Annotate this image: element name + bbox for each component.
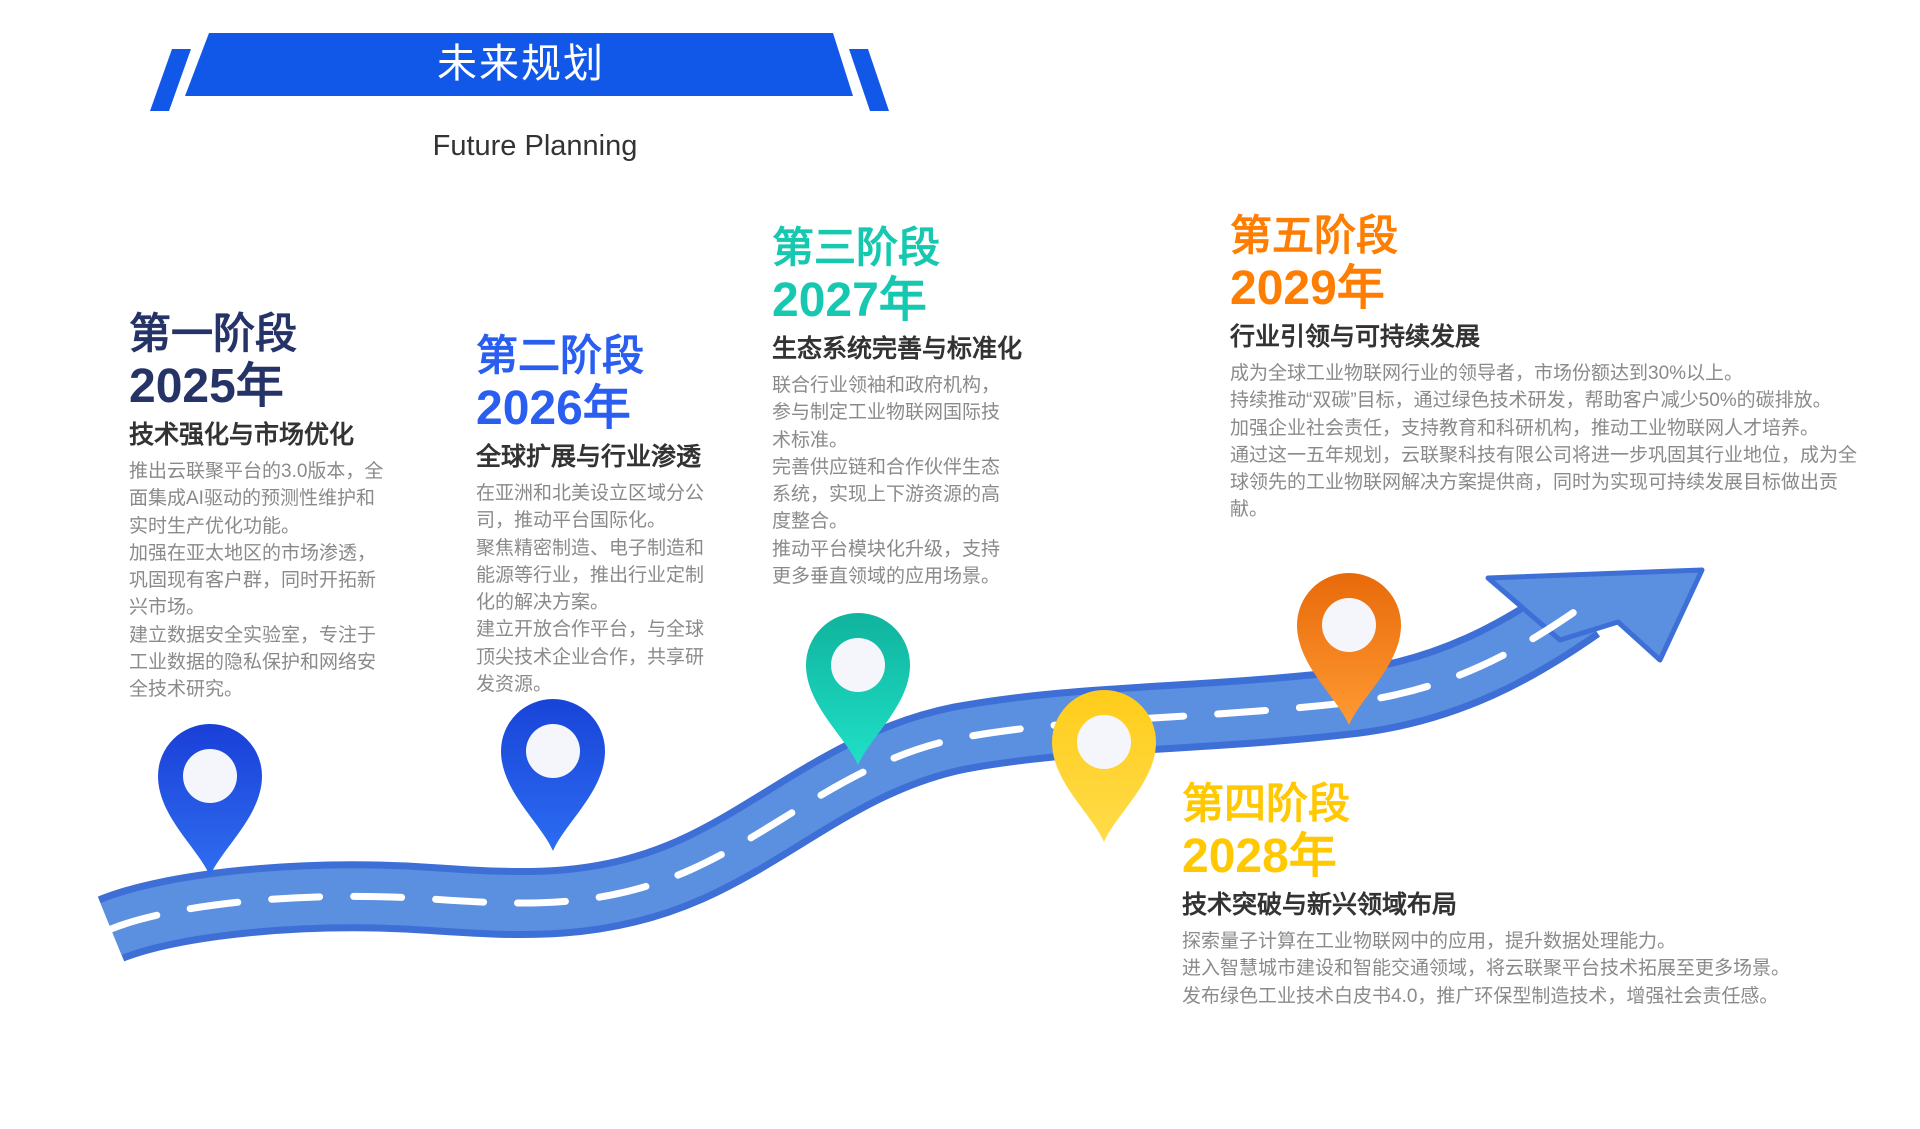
pin-center-dot: [1322, 598, 1376, 652]
stage-year: 2025年: [129, 360, 284, 413]
description-line: 加强在亚太地区的市场渗透，: [129, 542, 377, 564]
stage-heading: 生态系统完善与标准化: [772, 335, 1023, 363]
pin-center-dot: [1077, 715, 1131, 769]
description-line: 球领先的工业物联网解决方案提供商，同时为实现可持续发展目标做出贡: [1230, 472, 1839, 494]
description-line: 完善供应链和合作伙伴生态: [772, 456, 1001, 478]
page-subtitle: Future Planning: [432, 130, 638, 162]
stage-heading: 全球扩展与行业渗透: [476, 443, 702, 471]
description-line: 巩固现有客户群，同时开拓新: [129, 570, 377, 592]
description-line: 面集成AI驱动的预测性维护和: [129, 488, 375, 510]
description-line: 化的解决方案。: [476, 592, 610, 614]
stage-year: 2029年: [1230, 262, 1385, 315]
stage-description: 成为全球工业物联网行业的领导者，市场份额达到30%以上。持续推动“双碳”目标，通…: [1230, 360, 1857, 524]
description-line: 成为全球工业物联网行业的领导者，市场份额达到30%以上。: [1230, 363, 1744, 384]
description-line: 度整合。: [772, 511, 849, 533]
stage-label: 第四阶段: [1182, 780, 1351, 827]
pin-center-dot: [183, 749, 237, 803]
banner-left-slash: [150, 49, 191, 111]
description-line: 建立开放合作平台，与全球: [476, 619, 705, 641]
description-line: 更多垂直领域的应用场景。: [772, 566, 1001, 588]
stage-heading: 技术强化与市场优化: [129, 421, 355, 449]
road-dashes: [107, 604, 1584, 933]
stage-heading: 技术突破与新兴领域布局: [1182, 891, 1458, 919]
description-line: 实时生产优化功能。: [129, 515, 301, 537]
description-line: 献。: [1230, 499, 1269, 521]
description-line: 建立数据安全实验室，专注于: [129, 624, 377, 646]
pin-center-dot: [831, 638, 885, 692]
description-line: 聚焦精密制造、电子制造和: [476, 537, 705, 559]
stage-description: 联合行业领袖和政府机构， 参与制定工业物联网国际技术标准。完善供应链和合作伙伴生态…: [772, 372, 1022, 590]
description-line: 术标准。: [772, 429, 849, 451]
stage-description: 推出云联聚平台的3.0版本，全面集成AI驱动的预测性维护和实时生产优化功能。加强…: [129, 458, 383, 704]
stage-description: 探索量子计算在工业物联网中的应用，提升数据处理能力。进入智慧城市建设和智能交通领…: [1182, 928, 1790, 1010]
description-line: 系统，实现上下游资源的高: [772, 484, 1001, 506]
description-line: 推出云联聚平台的3.0版本，全: [129, 461, 384, 482]
stage-description: 在亚洲和北美设立区域分公司，推动平台国际化。聚焦精密制造、电子制造和能源等行业，…: [476, 480, 704, 698]
description-line: 在亚洲和北美设立区域分公: [476, 483, 705, 504]
description-line: 发资源。: [476, 674, 553, 696]
description-line: 兴市场。: [129, 597, 206, 619]
banner: [185, 33, 853, 96]
stage-label: 第二阶段: [476, 332, 645, 379]
stage-year: 2026年: [476, 382, 631, 435]
stage-label: 第一阶段: [129, 310, 298, 357]
description-line: 能源等行业，推出行业定制: [476, 564, 705, 586]
description-line: 参与制定工业物联网国际技: [772, 402, 1001, 424]
description-line: 进入智慧城市建设和智能交通领域，将云联聚平台技术拓展至更多场景。: [1182, 958, 1791, 980]
pin-center-dot: [526, 724, 580, 778]
description-line: 加强企业社会责任，支持教育和科研机构，推动工业物联网人才培养。: [1230, 417, 1820, 439]
description-line: 持续推动“双碳”目标，通过绿色技术研发，帮助客户减少50%的碳排放。: [1230, 390, 1832, 412]
description-line: 全技术研究。: [129, 679, 244, 701]
stage-year: 2027年: [772, 274, 927, 327]
description-line: 工业数据的隐私保护和网络安: [129, 652, 377, 674]
description-line: 顶尖技术企业合作，共享研: [476, 646, 705, 668]
description-line: 推动平台模块化升级，支持: [772, 538, 1001, 560]
stage-heading: 行业引领与可持续发展: [1230, 323, 1481, 351]
description-line: 发布绿色工业技术白皮书4.0，推广环保型制造技术，增强社会责任感。: [1182, 985, 1779, 1007]
description-line: 探索量子计算在工业物联网中的应用，提升数据处理能力。: [1182, 931, 1677, 952]
page-title: 未来规划: [437, 42, 605, 86]
banner-right-slash: [849, 49, 889, 111]
stage-year: 2028年: [1182, 830, 1337, 883]
description-line: 通过这一五年规划，云联聚科技有限公司将进一步巩固其行业地位，成为全: [1230, 444, 1858, 466]
description-line: 司，推动平台国际化。: [476, 510, 667, 532]
stage-label: 第三阶段: [772, 224, 941, 271]
description-line: 联合行业领袖和政府机构，: [772, 375, 1001, 396]
stage-label: 第五阶段: [1230, 212, 1399, 259]
